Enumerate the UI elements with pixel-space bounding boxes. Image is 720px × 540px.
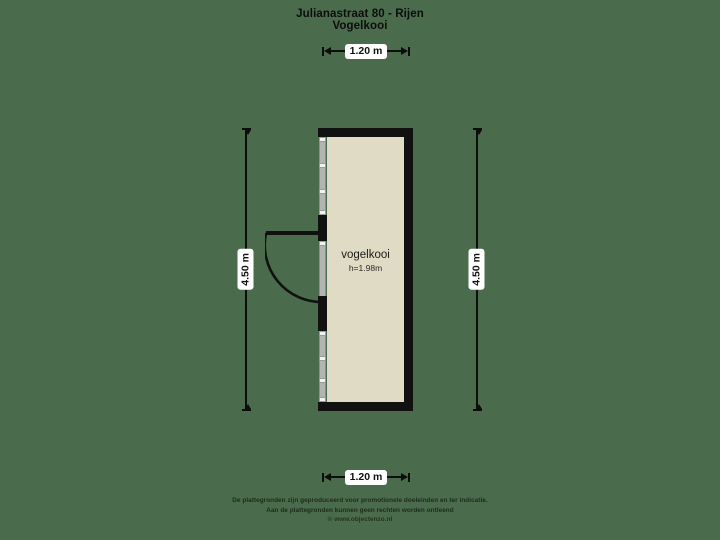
floorplan-drawing: vogelkooi h=1.98m [265, 128, 413, 411]
dimension-arrow-left-icon [323, 47, 331, 55]
title-address: Julianastraat 80 - Rijen [296, 8, 424, 20]
dimension-arrow-right-icon [401, 47, 409, 55]
dimension-left-label: 4.50 m [238, 249, 254, 290]
dimension-line-upper [476, 130, 478, 250]
dimension-tick-left [321, 472, 324, 482]
dimension-left-depth: 4.50 m [238, 128, 254, 412]
window-mullion [319, 378, 326, 383]
window-mullion [319, 241, 326, 246]
dimension-line-lower [476, 289, 478, 410]
dimension-line-lower [245, 289, 247, 410]
window-mullion [319, 189, 326, 194]
window-mullion [319, 163, 326, 168]
window-left-lower [319, 331, 326, 402]
dimension-right-label: 4.50 m [469, 249, 485, 290]
dimension-endcap-bottom [472, 404, 482, 412]
room-height: h=1.98m [348, 263, 383, 274]
disclaimer-line-1: De plattegronden zijn geproduceerd voor … [232, 497, 488, 504]
window-mullion [319, 397, 326, 402]
dimension-tick-left [321, 46, 324, 56]
dimension-bottom-width: 1.20 m [318, 469, 414, 485]
dimension-endcap-top [472, 128, 482, 135]
dimension-arrow-left-icon [323, 473, 331, 481]
door-swing-arc [265, 231, 324, 304]
window-left-middle [319, 241, 326, 303]
dimension-bar-left [330, 50, 345, 52]
window-mullion [319, 137, 326, 142]
copyright-url: © www.objectenzo.nl [327, 516, 393, 524]
wall-bottom [318, 402, 413, 411]
window-mullion [319, 356, 326, 361]
room-label-vogelkooi: vogelkooi h=1.98m [327, 248, 404, 274]
room-floor-fill [327, 137, 404, 402]
dimension-right-depth: 4.50 m [469, 128, 485, 412]
page-title: Julianastraat 80 - Rijen Vogelkooi [0, 8, 720, 33]
dimension-top-width: 1.20 m [318, 43, 414, 59]
door-jamb-top [318, 228, 327, 235]
dimension-bar-right [387, 476, 402, 478]
wall-left-segment-middle [318, 303, 327, 331]
dimension-bottom-label: 1.20 m [344, 469, 388, 485]
wall-right [404, 128, 413, 411]
dimension-tick-right [408, 472, 411, 482]
title-subject: Vogelkooi [332, 20, 388, 33]
dimension-bar-right [387, 50, 402, 52]
dimension-endcap-bottom [241, 404, 251, 412]
dimension-arrow-right-icon [401, 473, 409, 481]
dimension-bar-left [330, 476, 345, 478]
window-left-upper [319, 137, 326, 215]
dimension-tick-right [408, 46, 411, 56]
dimension-endcap-top [241, 128, 251, 135]
window-mullion [319, 331, 326, 336]
window-mullion [319, 210, 326, 215]
door-jamb-bottom [318, 296, 327, 303]
dimension-top-label: 1.20 m [344, 43, 388, 59]
footer-disclaimer: De plattegronden zijn geproduceerd voor … [0, 496, 720, 525]
dimension-line-upper [245, 130, 247, 250]
disclaimer-line-2: Aan de plattegronden kunnen geen rechten… [266, 506, 454, 514]
wall-top [318, 128, 413, 137]
room-name: vogelkooi [341, 249, 390, 261]
